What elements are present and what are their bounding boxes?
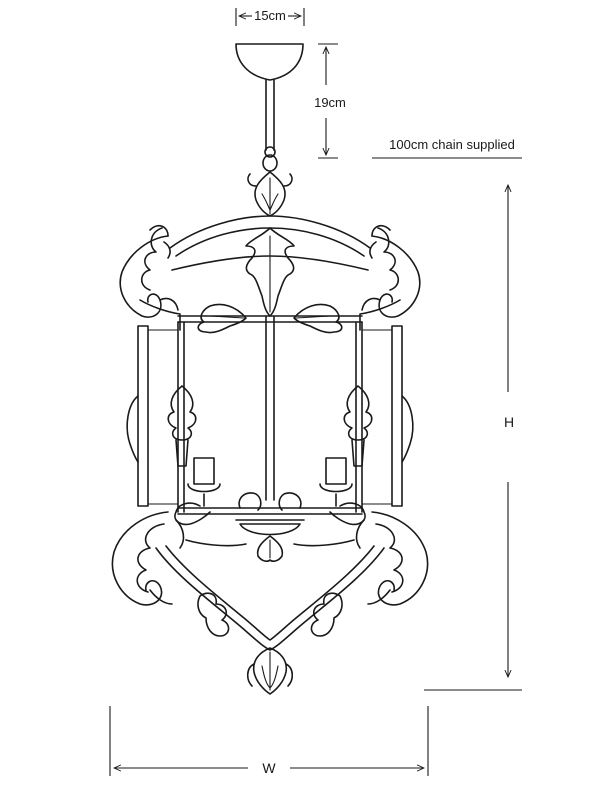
top-crown — [169, 215, 371, 317]
canopy-height-label: 19cm — [314, 95, 346, 110]
height-label: H — [504, 414, 514, 430]
upper-right-scroll — [359, 224, 421, 331]
chain-note: 100cm chain supplied — [372, 137, 520, 159]
canopy-width-label: 15cm — [254, 8, 286, 23]
right-candle-arm — [319, 385, 373, 507]
canopy-width-dimension: 15cm — [235, 8, 305, 26]
lantern-illustration — [111, 43, 429, 695]
lower-right-scroll — [355, 511, 429, 606]
canopy-height-dimension: 19cm — [314, 43, 346, 159]
upper-left-scroll — [119, 224, 181, 331]
ceiling-canopy — [235, 43, 304, 81]
left-candle-arm — [167, 385, 221, 507]
lower-crossbar — [174, 492, 366, 562]
lower-basket — [155, 539, 385, 651]
lower-left-scroll — [111, 511, 185, 606]
chain-note-label: 100cm chain supplied — [389, 137, 515, 152]
lantern-cage — [126, 315, 414, 513]
right-candle — [325, 457, 347, 485]
top-finial — [247, 171, 293, 217]
width-label: W — [262, 760, 276, 776]
left-candle — [193, 457, 215, 485]
upper-crossbar — [177, 303, 363, 334]
height-dimension: H — [424, 157, 522, 691]
bottom-finial — [246, 647, 294, 695]
width-dimension: W — [109, 706, 429, 776]
